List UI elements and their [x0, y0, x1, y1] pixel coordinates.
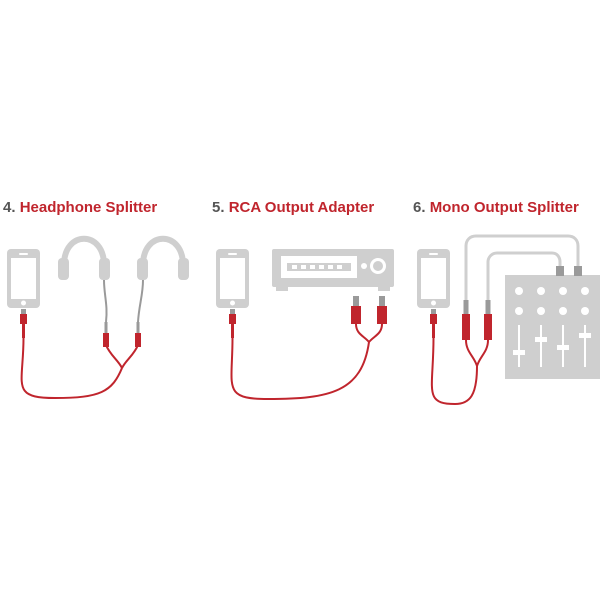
panel-4-number: 4. [3, 199, 16, 216]
mini-jack-icon [229, 309, 236, 338]
panel-5-number: 5. [212, 199, 225, 216]
panel-4-diagram [7, 235, 189, 400]
mini-jack-icon [20, 309, 27, 338]
receiver-icon [272, 249, 394, 291]
panel-6-title: 6. Mono Output Splitter [413, 199, 579, 216]
panel-5-diagram [216, 249, 394, 401]
panel-6-number: 6. [413, 199, 426, 216]
panel-6-name: Mono Output Splitter [429, 199, 579, 216]
panel-5-title: 5. RCA Output Adapter [212, 199, 374, 216]
rca-plug-icon [351, 296, 387, 324]
smartphone-icon [7, 249, 40, 308]
mixer-icon [505, 275, 600, 379]
panel-4-title: 4. Headphone Splitter [3, 199, 157, 216]
panel-4-name: Headphone Splitter [19, 199, 158, 216]
panel-5-name: RCA Output Adapter [228, 199, 375, 216]
mini-jack-icon [430, 309, 437, 338]
smartphone-icon [216, 249, 249, 308]
panel-6-diagram [417, 234, 600, 406]
headphones-icon [58, 235, 110, 323]
headphones-icon [137, 235, 189, 323]
smartphone-icon [417, 249, 450, 308]
